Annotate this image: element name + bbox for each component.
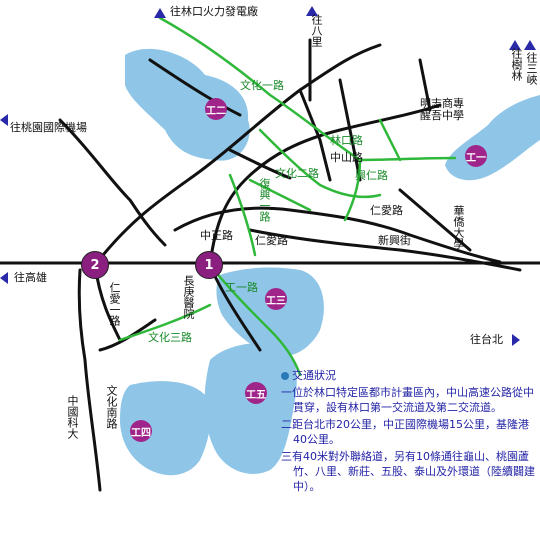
- direction-shulin-label: 往樹林: [510, 48, 523, 81]
- traffic-info-title-row: 交通狀況: [281, 368, 539, 383]
- direction-sanxia-label: 往三峽: [525, 52, 538, 85]
- traffic-info-title: 交通狀況: [292, 369, 336, 382]
- bullet-icon: [281, 371, 289, 380]
- direction-arrow-sanxia: [524, 40, 536, 50]
- road-label-linkou: 林口路: [330, 134, 363, 147]
- road-label-xinhsing: 新興街: [378, 234, 411, 247]
- traffic-info-item-1: 一位於林口特定區都市計畫區內，中山高速公路從中貫穿，設有林口第一交流道及第二交流…: [281, 386, 534, 414]
- water-area-gong5: [204, 343, 297, 474]
- road-label-wenhua3: 文化三路: [148, 331, 192, 344]
- road-label-jhongzheng: 中正路: [200, 229, 233, 242]
- water-area-gong3: [216, 267, 324, 357]
- zone-gong3: 工三: [265, 288, 287, 310]
- road-label-zhongshan: 中山路: [330, 151, 363, 164]
- traffic-info-panel: 交通狀況 一位於林口特定區都市計畫區內，中山高速公路從中貫穿，設有林口第一交流道…: [281, 368, 539, 494]
- road-label-wenhua-south: 文化南路: [105, 385, 118, 429]
- road-label-fuxing: 復興一路: [258, 178, 271, 222]
- road-label-wenhua1: 文化一路: [240, 79, 284, 92]
- zone-gong5: 工五: [245, 382, 267, 404]
- interchange-2: 2: [81, 251, 109, 279]
- direction-arrow-shulin: [509, 40, 521, 50]
- place-label-minghsin-hs: 醒吾中學: [420, 109, 464, 122]
- zone-gong2: 工二: [205, 98, 227, 120]
- road-label-wenhua2: 文化二路: [275, 167, 319, 180]
- water-area-gong2: [125, 48, 250, 161]
- road-label-renai: 仁愛路: [370, 204, 403, 217]
- direction-linkou-power-label: 往林口火力發電廠: [170, 5, 258, 18]
- place-label-zhongguo: 中國科大: [66, 395, 79, 439]
- direction-arrow-linkou: [154, 8, 166, 18]
- traffic-info-item-3: 三有40米對外聯絡道，另有10條通往龜山、桃園蘆竹、八里、新莊、五股、泰山及外環…: [281, 450, 535, 493]
- road-label-xingshi: 興仁路: [355, 169, 388, 182]
- roads-green: [118, 16, 457, 377]
- direction-arrow-taoyuan: [0, 114, 8, 126]
- traffic-info-item-2: 二距台北市20公里，中正國際機場15公里，基隆港40公里。: [281, 418, 529, 446]
- zone-gong1: 工一: [465, 145, 487, 167]
- direction-arrow-bali: [306, 6, 318, 16]
- place-label-minghsin: 明志商專: [420, 97, 464, 110]
- direction-taoyuan-label: 往桃園國際機場: [10, 121, 87, 134]
- road-label-renai2: 仁愛路: [255, 234, 288, 247]
- direction-arrow-kaohsiung: [0, 272, 8, 284]
- direction-bali-label: 往八里: [310, 14, 323, 47]
- road-label-renai1: 仁愛一路: [108, 282, 121, 326]
- interchange-1: 1: [195, 251, 223, 279]
- direction-kaohsiung-label: 往高雄: [14, 271, 47, 284]
- place-label-changgung-hospital: 長庚醫院: [182, 275, 195, 319]
- road-label-gongyi: 工一路: [225, 281, 258, 294]
- place-label-huaxia: 華僑大學: [452, 205, 465, 249]
- water-area-gong4: [120, 381, 211, 476]
- zone-gong4: 工四: [130, 420, 152, 442]
- direction-arrow-taipei: [512, 334, 520, 346]
- direction-taipei-label: 往台北: [470, 333, 503, 346]
